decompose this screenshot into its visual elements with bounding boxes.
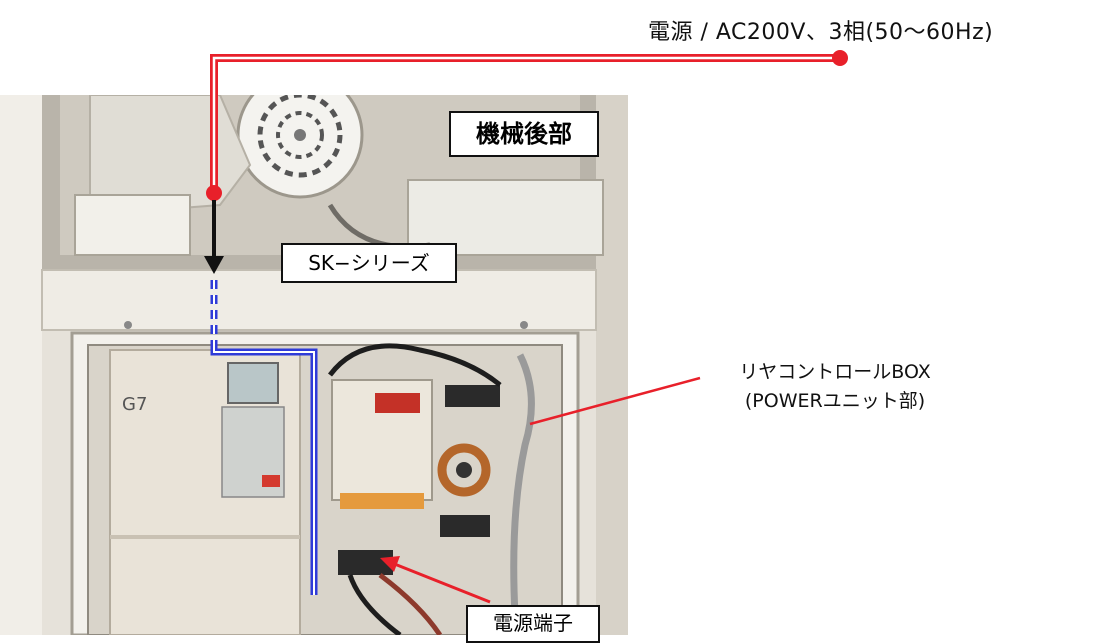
arrow-head-icon bbox=[204, 256, 224, 274]
gray-cable bbox=[510, 353, 535, 616]
power-terminal-label: 電源端子 bbox=[466, 605, 600, 643]
inverter-model-label: G7 bbox=[122, 394, 147, 415]
rear-control-box-line1: リヤコントロールBOX bbox=[739, 361, 931, 383]
rear-control-box-label: リヤコントロールBOX (POWERユニット部) bbox=[720, 358, 950, 416]
small-inverter-panel bbox=[375, 393, 420, 413]
terminal-block bbox=[440, 515, 490, 537]
callout-line-terminal bbox=[391, 561, 491, 604]
filter-coil bbox=[437, 443, 491, 497]
screw bbox=[520, 321, 528, 329]
internal-wire bbox=[210, 340, 318, 595]
inverter-seam bbox=[110, 535, 300, 539]
power-terminal-block bbox=[338, 550, 393, 575]
rear-control-box-line2: (POWERユニット部) bbox=[744, 390, 926, 412]
fan-hub bbox=[294, 129, 306, 141]
left-box bbox=[74, 194, 191, 256]
screw bbox=[124, 321, 132, 329]
fan-grille bbox=[257, 95, 343, 178]
red-wire bbox=[378, 573, 443, 635]
terminal-block bbox=[445, 385, 500, 407]
callout-line-control-box bbox=[529, 376, 701, 426]
right-box bbox=[407, 179, 604, 256]
series-label: SK−シリーズ bbox=[281, 243, 457, 283]
machine-rear-label: 機械後部 bbox=[449, 111, 599, 157]
internal-wire-highlight bbox=[213, 340, 315, 595]
inverter-stop-key bbox=[262, 475, 280, 487]
inverter-display bbox=[227, 362, 279, 404]
power-supply-label: 電源 / AC200V、3相(50～60Hz) bbox=[648, 20, 994, 45]
power-source-dot bbox=[832, 50, 848, 66]
small-inverter-terminals bbox=[340, 493, 424, 509]
power-line-highlight bbox=[212, 56, 840, 192]
callout-arrow-icon bbox=[380, 556, 400, 572]
left-column bbox=[0, 95, 42, 635]
black-wire bbox=[347, 574, 402, 635]
fan-grille-inner bbox=[276, 111, 324, 159]
entry-point-dot bbox=[206, 185, 222, 201]
filter-coil-core bbox=[456, 462, 472, 478]
black-wire bbox=[328, 343, 502, 387]
